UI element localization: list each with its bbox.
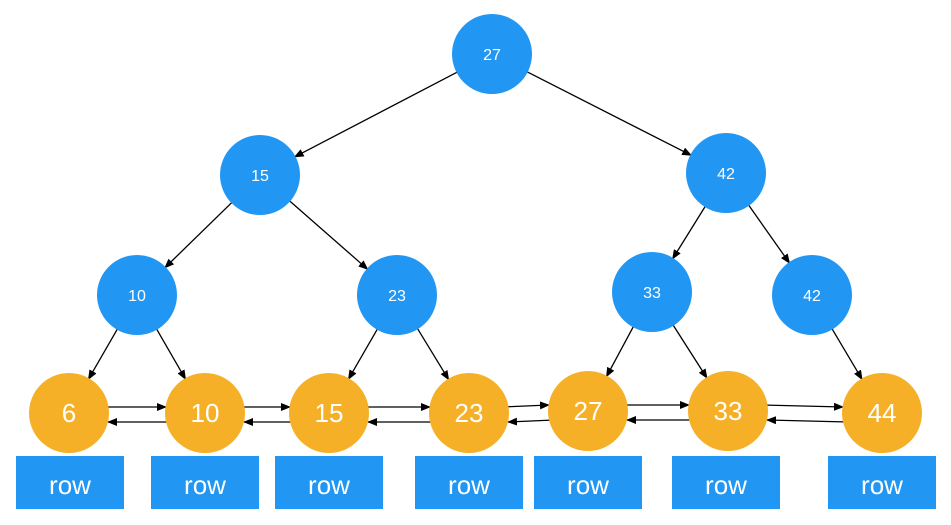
leaf-node-label: 44 bbox=[868, 398, 897, 428]
next-leaf-arrow bbox=[761, 402, 844, 411]
leaf-node-circle bbox=[842, 373, 922, 453]
row-box: row bbox=[415, 456, 523, 509]
internal-node-label: 33 bbox=[643, 285, 661, 302]
row-box-label: row bbox=[705, 470, 747, 500]
internal-node-label: 10 bbox=[128, 288, 146, 305]
leaf-node: 15 bbox=[289, 373, 369, 453]
internal-node: 42 bbox=[686, 133, 766, 213]
prev-leaf-arrow bbox=[507, 417, 555, 426]
internal-node: 42 bbox=[772, 255, 852, 335]
tree-edge-arrow bbox=[416, 327, 450, 381]
prev-leaf-arrow bbox=[766, 416, 849, 425]
internal-node-label: 42 bbox=[803, 288, 821, 305]
leaf-node: 23 bbox=[429, 373, 509, 453]
row-box: row bbox=[534, 456, 642, 509]
tree-edge-arrow bbox=[525, 70, 693, 156]
internal-node-circle bbox=[220, 135, 300, 215]
leaf-node-circle bbox=[688, 371, 768, 451]
row-box-label: row bbox=[861, 470, 903, 500]
row-box: row bbox=[275, 456, 383, 509]
tree-edge-arrow bbox=[830, 327, 863, 381]
internal-nodes: 27 15 42 10 23 33 42 bbox=[97, 14, 852, 335]
row-box-label: row bbox=[567, 470, 609, 500]
internal-node: 23 bbox=[357, 255, 437, 335]
tree-edge-arrow bbox=[288, 199, 369, 270]
tree-edge-arrow bbox=[87, 327, 119, 381]
internal-node: 10 bbox=[97, 255, 177, 335]
internal-node-label: 23 bbox=[388, 288, 406, 305]
row-box: row bbox=[672, 456, 780, 509]
leaf-node: 44 bbox=[842, 373, 922, 453]
internal-node: 33 bbox=[612, 252, 692, 332]
tree-edge-arrow bbox=[672, 204, 707, 260]
tree-edge-arrow bbox=[671, 323, 708, 379]
leaf-node-circle bbox=[548, 371, 628, 451]
leaf-node-label: 27 bbox=[574, 396, 603, 426]
tree-edge-arrow bbox=[155, 327, 187, 381]
tree-edge-arrow bbox=[164, 201, 234, 269]
leaf-node-circle bbox=[29, 373, 109, 453]
leaf-node-circle bbox=[165, 373, 245, 453]
row-box-label: row bbox=[308, 470, 350, 500]
tree-edge-arrow bbox=[293, 70, 459, 158]
tree-edge-arrow bbox=[605, 325, 635, 378]
leaf-node: 33 bbox=[688, 371, 768, 451]
row-box-rect bbox=[16, 456, 124, 509]
leaf-node-label: 10 bbox=[191, 398, 220, 428]
leaf-linked-list bbox=[103, 401, 849, 426]
internal-node: 27 bbox=[452, 14, 532, 94]
row-box: row bbox=[151, 456, 259, 509]
tree-edge-arrow bbox=[347, 327, 379, 381]
row-box-label: row bbox=[49, 470, 91, 500]
leaf-node: 10 bbox=[165, 373, 245, 453]
row-box-rect bbox=[534, 456, 642, 509]
leaf-node-label: 33 bbox=[714, 396, 743, 426]
internal-node-circle bbox=[452, 14, 532, 94]
row-box-rect bbox=[275, 456, 383, 509]
leaf-nodes: 6 10 15 23 27 33 44 bbox=[29, 371, 922, 453]
next-leaf-arrow bbox=[502, 401, 550, 410]
row-box: row bbox=[16, 456, 124, 509]
internal-node-circle bbox=[97, 255, 177, 335]
tree-edge-arrow bbox=[747, 203, 791, 264]
row-box-rect bbox=[151, 456, 259, 509]
row-box-rect bbox=[672, 456, 780, 509]
internal-node-circle bbox=[686, 133, 766, 213]
row-box-label: row bbox=[448, 470, 490, 500]
row-box-rect bbox=[415, 456, 523, 509]
internal-node-label: 27 bbox=[483, 47, 501, 64]
leaf-node-circle bbox=[289, 373, 369, 453]
internal-node-circle bbox=[357, 255, 437, 335]
internal-node-label: 15 bbox=[251, 168, 269, 185]
leaf-node-circle bbox=[429, 373, 509, 453]
internal-node-label: 42 bbox=[717, 166, 735, 183]
leaf-node: 27 bbox=[548, 371, 628, 451]
leaf-node: 6 bbox=[29, 373, 109, 453]
row-box-rect bbox=[828, 456, 936, 509]
internal-node-circle bbox=[772, 255, 852, 335]
row-box-label: row bbox=[184, 470, 226, 500]
internal-node-circle bbox=[612, 252, 692, 332]
row-boxes: row row row row row row row bbox=[16, 456, 936, 509]
leaf-node-label: 6 bbox=[62, 398, 76, 428]
tree-edges bbox=[87, 70, 863, 381]
internal-node: 15 bbox=[220, 135, 300, 215]
leaf-node-label: 15 bbox=[315, 398, 344, 428]
leaf-node-label: 23 bbox=[455, 398, 484, 428]
row-box: row bbox=[828, 456, 936, 509]
